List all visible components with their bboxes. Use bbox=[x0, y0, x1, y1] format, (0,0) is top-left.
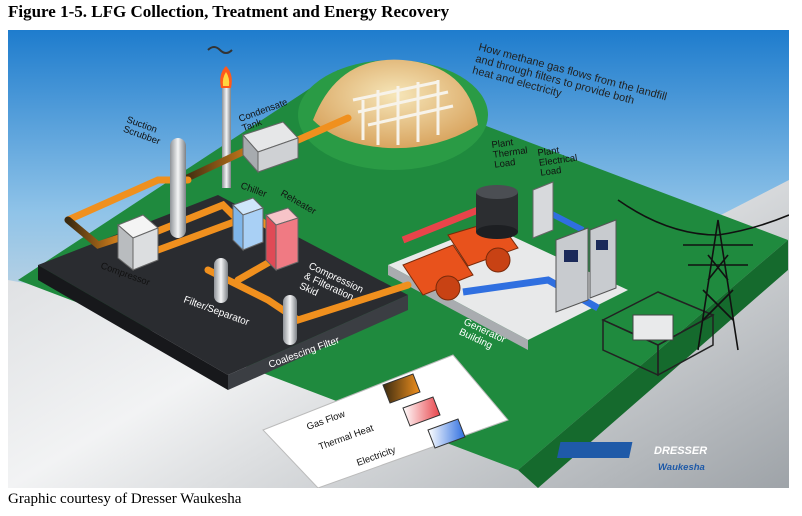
dresser-waukesha-logo: DRESSER Waukesha bbox=[557, 442, 707, 473]
plant-electrical-load-cabinet bbox=[532, 181, 554, 239]
compressor bbox=[117, 214, 159, 272]
figure-title: Figure 1-5. LFG Collection, Treatment an… bbox=[8, 2, 450, 21]
chiller bbox=[232, 197, 264, 252]
flare-stack bbox=[207, 46, 233, 188]
condensate-tank bbox=[242, 121, 299, 174]
reheater bbox=[265, 207, 299, 272]
logo-sub: Waukesha bbox=[658, 462, 705, 473]
plant-electrical-label: PlantElectricalLoad bbox=[537, 143, 579, 179]
transformer-cage bbox=[601, 291, 715, 377]
plant-thermal-load-tank bbox=[476, 185, 518, 239]
filter-separator bbox=[214, 258, 228, 303]
diagram-canvas: SuctionScrubber CondensateTank Chiller R… bbox=[8, 30, 790, 489]
figure-caption: Graphic courtesy of Dresser Waukesha bbox=[8, 491, 242, 507]
coalescing-filter bbox=[283, 295, 297, 345]
lfg-diagram: SuctionScrubber CondensateTank Chiller R… bbox=[8, 30, 790, 489]
landfill-mound bbox=[298, 59, 488, 170]
legend: Gas Flow Thermal Heat Electricity bbox=[262, 354, 509, 489]
transmission-tower bbox=[617, 199, 790, 351]
logo-name: DRESSER bbox=[654, 445, 707, 457]
suction-scrubber bbox=[170, 138, 186, 238]
switchgear bbox=[555, 219, 617, 313]
plant-thermal-label: PlantThermalLoad bbox=[491, 135, 530, 171]
